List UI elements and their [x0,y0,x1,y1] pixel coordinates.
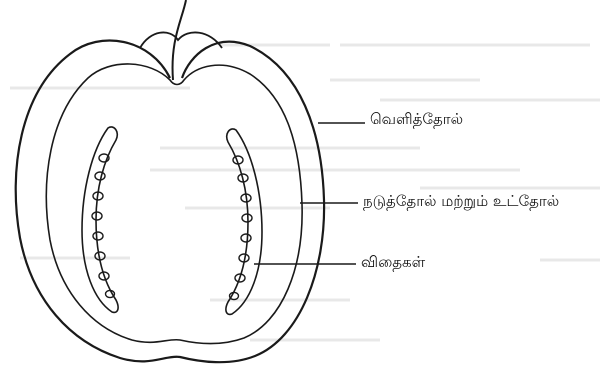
label-seeds: விதைகள் [361,253,425,273]
stem [173,0,186,80]
inner-skin-outline [46,64,302,344]
label-middle-inner-skin: நடுத்தோல் மற்றும் உட்தோல் [363,192,559,212]
label-outer-skin: வெளித்தோல் [370,110,463,130]
